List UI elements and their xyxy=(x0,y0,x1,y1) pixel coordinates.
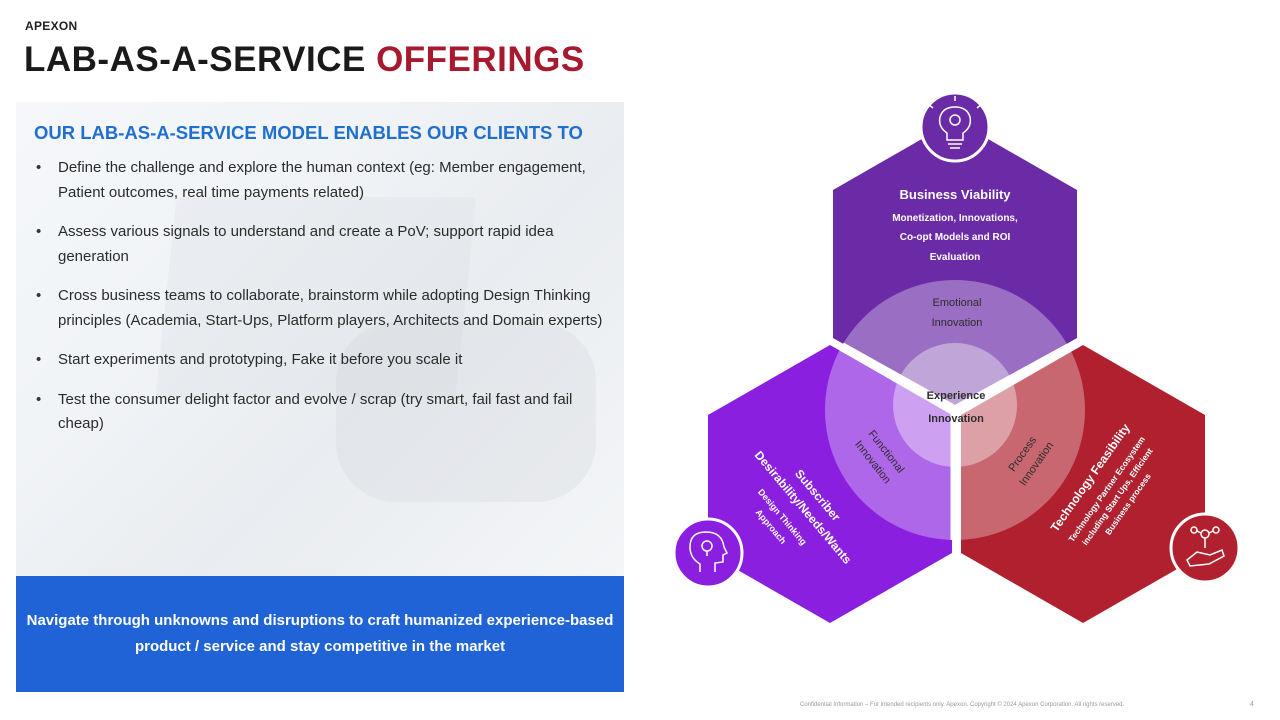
footer-confidential: Confidential Information – For intended … xyxy=(800,702,1125,708)
top-hex-line: Co-opt Models and ROI xyxy=(900,232,1011,243)
summary-banner: Navigate through unknowns and disruption… xyxy=(16,576,624,692)
bullet-item: Cross business teams to collaborate, bra… xyxy=(32,284,622,333)
panel-heading: OUR LAB-AS-A-SERVICE MODEL ENABLES OUR C… xyxy=(34,122,583,143)
title-main: LAB-AS-A-SERVICE xyxy=(24,40,366,79)
head-lightbulb-icon xyxy=(689,531,729,572)
top-hex-line: Monetization, Innovations, xyxy=(892,213,1018,224)
hex-separator xyxy=(827,336,1085,540)
center-label: Innovation xyxy=(928,413,984,425)
top-hex-line: Evaluation xyxy=(930,252,981,263)
business-viability-hex xyxy=(833,120,1077,408)
page-title: LAB-AS-A-SERVICE OFFERINGS xyxy=(24,40,585,80)
page-number: 4 xyxy=(1250,701,1254,708)
bullet-item: Test the consumer delight factor and evo… xyxy=(32,388,622,437)
banner-text: Navigate through unknowns and disruption… xyxy=(26,612,614,655)
top-icon-circle xyxy=(919,91,991,163)
title-accent: OFFERINGS xyxy=(376,40,585,79)
bullet-list: Define the challenge and explore the hum… xyxy=(32,156,622,452)
hand-network-icon xyxy=(1186,526,1225,567)
ring-top-label: Emotional xyxy=(933,297,982,309)
ring-top-label: Innovation xyxy=(932,317,983,329)
subscriber-hex xyxy=(708,345,952,623)
bullet-item: Define the challenge and explore the hum… xyxy=(32,156,622,205)
brand-logo-text: APEXON xyxy=(25,19,78,33)
technology-feasibility-hex xyxy=(961,345,1205,623)
clients-panel: OUR LAB-AS-A-SERVICE MODEL ENABLES OUR C… xyxy=(16,102,624,576)
lightbulb-gear-icon xyxy=(927,96,983,149)
top-hex-title: Business Viability xyxy=(899,187,1011,202)
bullet-item: Assess various signals to understand and… xyxy=(32,220,622,269)
center-label: Experience xyxy=(927,390,986,402)
bullet-item: Start experiments and prototyping, Fake … xyxy=(32,348,622,373)
left-icon-circle xyxy=(672,517,744,589)
